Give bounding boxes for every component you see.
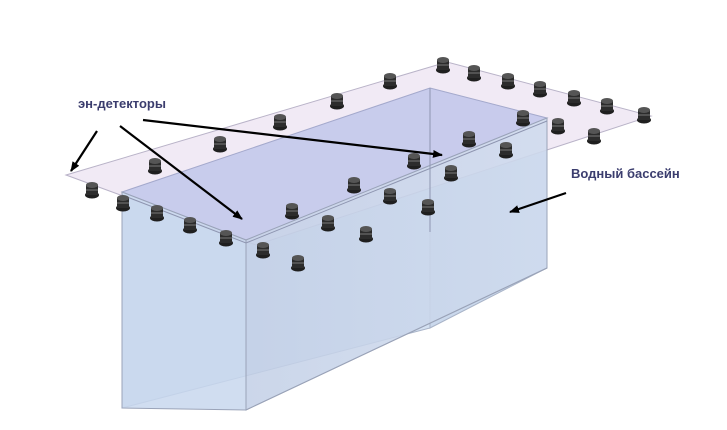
detector-top xyxy=(184,217,196,223)
detector-top xyxy=(468,65,480,71)
detector-top xyxy=(322,215,334,221)
detector-top xyxy=(502,73,514,79)
detector-top xyxy=(534,81,546,87)
detector-top xyxy=(149,158,161,164)
detector-module xyxy=(291,255,305,272)
detector-module xyxy=(116,195,130,212)
detector-top xyxy=(437,57,449,63)
detector-top xyxy=(422,199,434,205)
detector-module xyxy=(467,65,481,82)
detector-module xyxy=(516,110,530,127)
detector-module xyxy=(421,199,435,216)
detector-top xyxy=(500,142,512,148)
detector-module xyxy=(273,114,287,131)
detector-top xyxy=(384,188,396,194)
arrow-to-plate-corner xyxy=(70,130,98,172)
detector-top xyxy=(214,136,226,142)
arrow-to-plate-edge xyxy=(119,125,243,220)
detector-module xyxy=(347,177,361,194)
detector-top xyxy=(331,93,343,99)
detector-module xyxy=(567,90,581,107)
detector-top xyxy=(86,182,98,188)
detector-module xyxy=(285,203,299,220)
detector-module xyxy=(499,142,513,159)
detector-top xyxy=(286,203,298,209)
detector-module xyxy=(551,118,565,135)
detector-module xyxy=(444,165,458,182)
detector-top xyxy=(552,118,564,124)
detector-module xyxy=(150,205,164,222)
detector-top xyxy=(517,110,529,116)
detector-module xyxy=(213,136,227,153)
detector-top xyxy=(384,73,396,79)
pool-rim-line xyxy=(121,120,548,244)
detectors-label: эн-детекторы xyxy=(78,96,166,111)
detector-module xyxy=(462,131,476,148)
detector-top xyxy=(220,230,232,236)
detector-top xyxy=(601,98,613,104)
detector-top xyxy=(588,128,600,134)
detector-module xyxy=(219,230,233,247)
detector-module xyxy=(436,57,450,74)
detector-module xyxy=(383,73,397,90)
detector-top xyxy=(463,131,475,137)
detector-module xyxy=(533,81,547,98)
detector-top xyxy=(292,255,304,261)
detector-top xyxy=(568,90,580,96)
arrow-to-pool xyxy=(509,191,567,214)
detector-module xyxy=(85,182,99,199)
detector-top xyxy=(445,165,457,171)
arrow-to-detector-row xyxy=(142,118,443,158)
detector-module xyxy=(407,153,421,170)
detector-module xyxy=(600,98,614,115)
pool-bottom-edge xyxy=(245,267,548,411)
detector-module xyxy=(637,107,651,124)
detector-module xyxy=(148,158,162,175)
detector-module xyxy=(383,188,397,205)
detector-module xyxy=(330,93,344,110)
detector-array xyxy=(85,57,651,272)
detector-top xyxy=(274,114,286,120)
detector-top xyxy=(638,107,650,113)
pool-label: Водный бассейн xyxy=(571,166,680,181)
detector-top xyxy=(117,195,129,201)
detector-module xyxy=(501,73,515,90)
detector-top xyxy=(408,153,420,159)
detector-module xyxy=(587,128,601,145)
detector-top xyxy=(151,205,163,211)
detector-module xyxy=(359,226,373,243)
detector-module xyxy=(183,217,197,234)
detector-top xyxy=(257,242,269,248)
detector-module xyxy=(321,215,335,232)
detector-top xyxy=(360,226,372,232)
detector-top xyxy=(348,177,360,183)
detector-module xyxy=(256,242,270,259)
